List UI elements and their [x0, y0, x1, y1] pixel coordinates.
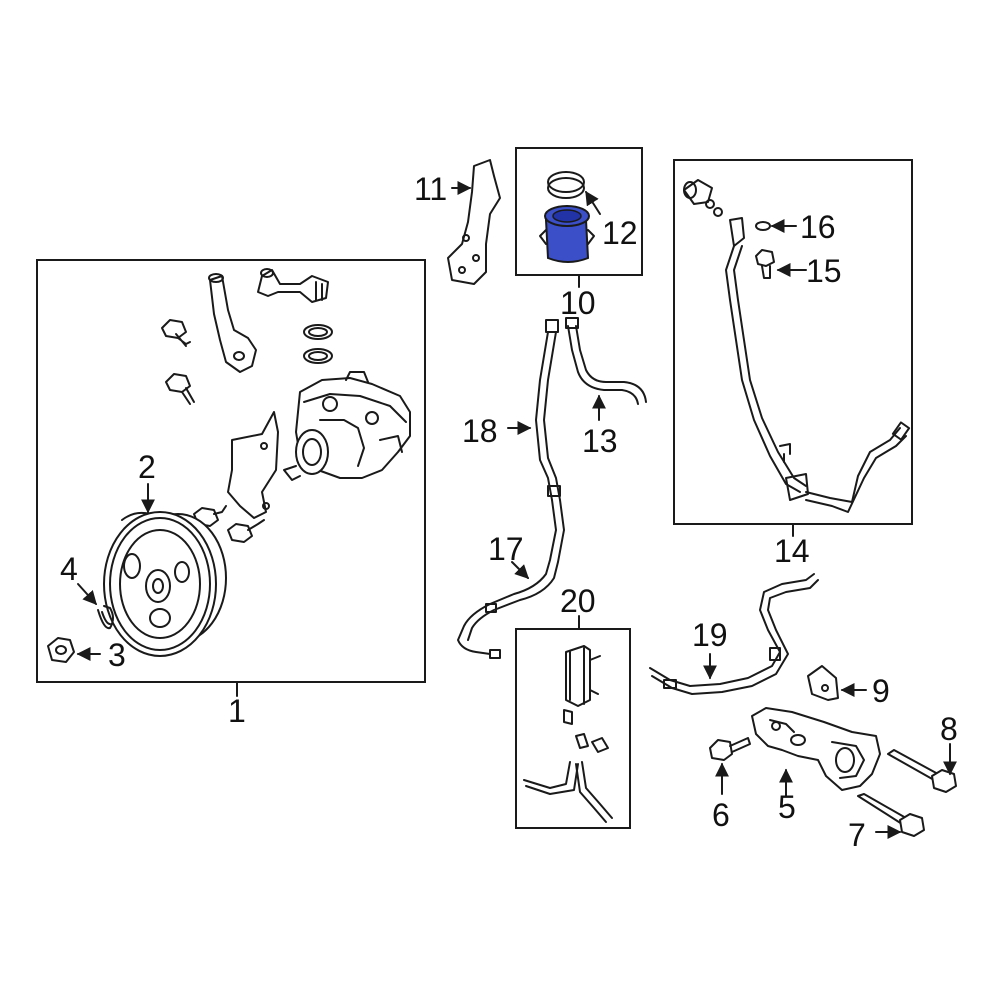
return-line-19[interactable] — [649, 573, 819, 695]
callout-20: 20 — [560, 583, 596, 619]
bolt-8[interactable] — [887, 749, 957, 793]
callout-5: 5 — [778, 789, 796, 825]
callout-12: 12 — [602, 215, 638, 251]
callout-16: 16 — [800, 209, 836, 245]
bolt-6[interactable] — [709, 737, 751, 761]
callout-2: 2 — [138, 449, 156, 485]
oring-16[interactable] — [755, 221, 771, 231]
pulley[interactable] — [103, 511, 227, 657]
cooler-20[interactable] — [523, 645, 613, 823]
nut[interactable] — [47, 637, 75, 663]
callout-11: 11 — [414, 171, 447, 207]
callout-14: 14 — [774, 533, 810, 569]
reservoir-cap[interactable] — [547, 171, 585, 199]
bracket-11[interactable] — [447, 159, 501, 285]
pressure-hose-14[interactable] — [683, 179, 911, 513]
callout-6: 6 — [712, 797, 730, 833]
clip-9[interactable] — [807, 665, 839, 701]
callout-13: 13 — [582, 423, 618, 459]
callout-15: 15 — [806, 253, 842, 289]
group-box-pump — [36, 259, 426, 683]
group-box-cooler — [515, 628, 631, 829]
callout-10: 10 — [560, 285, 596, 321]
callout-1: 1 — [228, 693, 246, 729]
bolt-15[interactable] — [755, 249, 775, 279]
callout-3: 3 — [108, 637, 126, 673]
callout-4: 4 — [60, 551, 78, 587]
pressure-line-17[interactable] — [457, 485, 565, 659]
reservoir-highlighted[interactable] — [539, 205, 595, 263]
callout-8: 8 — [940, 711, 958, 747]
snap-ring[interactable] — [97, 605, 114, 630]
pressure-line-18[interactable] — [535, 319, 561, 501]
callout-9: 9 — [872, 673, 890, 709]
bolt-7[interactable] — [857, 793, 925, 837]
callout-19: 19 — [692, 617, 728, 653]
pump-assembly[interactable] — [161, 268, 411, 543]
callout-17: 17 — [488, 531, 524, 567]
return-hose-13[interactable] — [565, 317, 647, 405]
mounting-bracket[interactable] — [751, 707, 881, 791]
callout-18: 18 — [462, 413, 498, 449]
callout-7: 7 — [848, 817, 866, 853]
group-box-hose — [673, 159, 913, 525]
